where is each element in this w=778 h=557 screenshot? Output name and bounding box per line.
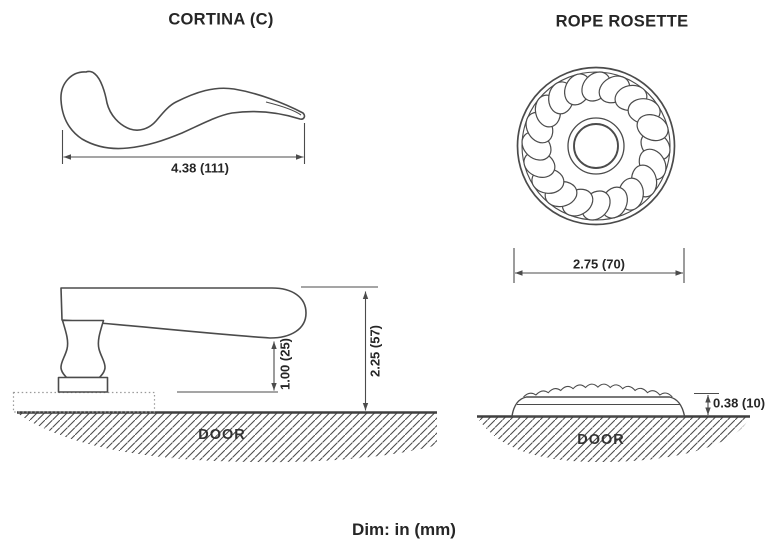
grip-height-dim-label: 1.00 (25) [277,337,293,391]
cortina-length-dimension [61,123,306,164]
projection-dim-label: 2.25 (57) [367,324,383,378]
rosette-side-view-drawing [477,383,750,463]
rosette-footprint-dashed-box [12,391,156,413]
rosette-profile [511,396,686,417]
rosette-rope-edge-scallops [523,383,673,398]
projection-dimension [301,286,378,411]
rosette-spindle-hole [573,123,619,169]
door-label-right: DOOR [577,432,625,448]
rosette-title: ROPE ROSETTE [555,12,689,31]
door-hatch-left [17,413,437,463]
rosette-front-view-drawing [513,63,679,229]
rosette-diameter-dimension [513,248,685,283]
cortina-side-view-drawing [12,286,437,463]
lever-plan-outline [60,70,306,150]
lever-stem [60,319,106,379]
lever-tip-detail-line [265,101,302,116]
cortina-title: CORTINA (C) [168,10,274,29]
rosette-diameter-dim-label: 2.75 (70) [572,256,626,272]
units-note: Dim: in (mm) [352,520,456,539]
door-label-left: DOOR [198,427,246,443]
door-hatch-right [477,417,750,463]
cortina-length-dim-label: 4.38 (111) [171,160,229,176]
thickness-dimension [694,392,719,415]
rosette-thickness-dim-label: 0.38 (10) [713,395,766,411]
lever-side-body [60,287,307,339]
cortina-top-view-drawing [60,70,306,150]
lever-base-collar [57,376,109,393]
